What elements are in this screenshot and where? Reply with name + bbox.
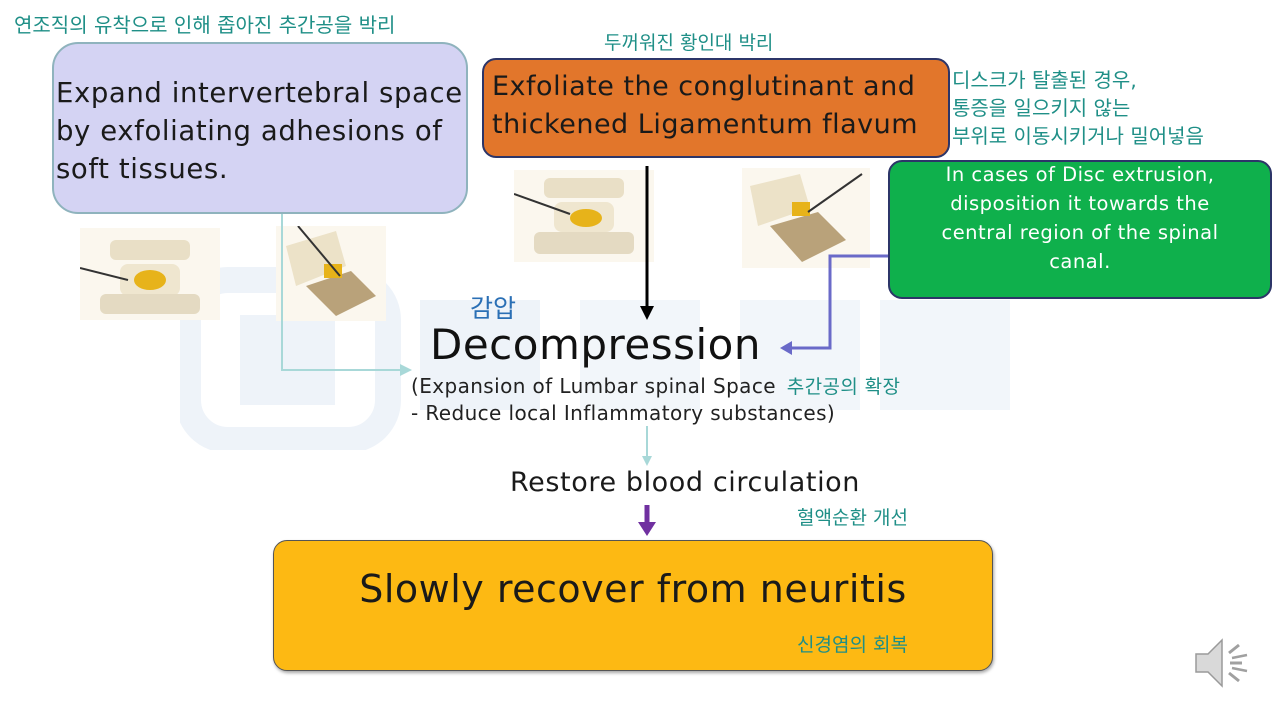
- speaker-icon[interactable]: [1190, 632, 1254, 694]
- box-disc-extrusion-text: In cases of Disc extrusion, disposition …: [900, 160, 1260, 276]
- watermark-logo: [175, 260, 1040, 453]
- box-expand-space-line: by exfoliating adhesions of: [56, 115, 443, 147]
- connector-right: [792, 254, 888, 350]
- label-ko-top-center: 두꺼워진 황인대 박리: [604, 32, 774, 54]
- watermark-logo-graphic: [175, 267, 1010, 453]
- decompression-detail-2: - Reduce local Inflammatory substances): [411, 401, 836, 425]
- box-expand-space-text: Expand intervertebral space by exfoliati…: [56, 74, 476, 188]
- box-disc-line: disposition it towards the: [950, 192, 1210, 215]
- box-disc-extrusion: [888, 160, 1272, 299]
- label-ko-expansion: 추간공의 확장: [786, 376, 901, 398]
- box-expand-space: [52, 42, 468, 214]
- arrowhead-center: [642, 456, 652, 466]
- spine-illustration: [513, 170, 654, 262]
- label-ko-circulation: 혈액순환 개선: [797, 507, 908, 529]
- box-recover-neuritis: [273, 540, 993, 671]
- arrowhead-top: [640, 306, 654, 320]
- label-ko-neuritis: 신경염의 회복: [797, 634, 908, 656]
- decompression-title: Decompression: [430, 320, 761, 369]
- box-expand-space-line: soft tissues.: [56, 153, 229, 185]
- label-ko-decompression: 감압: [470, 294, 517, 323]
- restore-circulation: Restore blood circulation: [510, 467, 861, 498]
- label-ko-right-2: 통증을 일으키지 않는: [952, 96, 1131, 120]
- box-disc-line: In cases of Disc extrusion,: [945, 163, 1215, 186]
- arrowhead-left: [400, 364, 412, 376]
- decompression-detail-1: (Expansion of Lumbar spinal Space 추간공의 확…: [411, 372, 900, 399]
- label-ko-right-1: 디스크가 탈출된 경우,: [952, 68, 1137, 92]
- box-exfoliate-ligament: [482, 58, 950, 158]
- box-disc-line: canal.: [1049, 250, 1111, 273]
- box-exfoliate-line: thickened Ligamentum flavum: [492, 109, 919, 140]
- label-ko-top-left: 연조직의 유착으로 인해 좁아진 추간공을 박리: [14, 13, 396, 37]
- box-exfoliate-line: Exfoliate the conglutinant and: [492, 71, 916, 102]
- arrowhead-bottom: [638, 522, 656, 536]
- decompression-detail-1-text: (Expansion of Lumbar spinal Space: [411, 374, 776, 398]
- spine-illustration: [276, 225, 386, 321]
- box-exfoliate-ligament-text: Exfoliate the conglutinant and thickened…: [492, 68, 952, 144]
- box-recover-neuritis-text: Slowly recover from neuritis: [359, 567, 907, 611]
- spine-illustration: [742, 168, 870, 268]
- label-ko-right-3: 부위로 이동시키거나 밀어넣음: [952, 124, 1204, 148]
- arrowhead-right: [780, 341, 792, 355]
- box-expand-space-line: Expand intervertebral space: [56, 77, 463, 109]
- connector-left: [281, 140, 400, 371]
- spine-illustration: [79, 228, 220, 320]
- box-disc-line: central region of the spinal: [941, 221, 1219, 244]
